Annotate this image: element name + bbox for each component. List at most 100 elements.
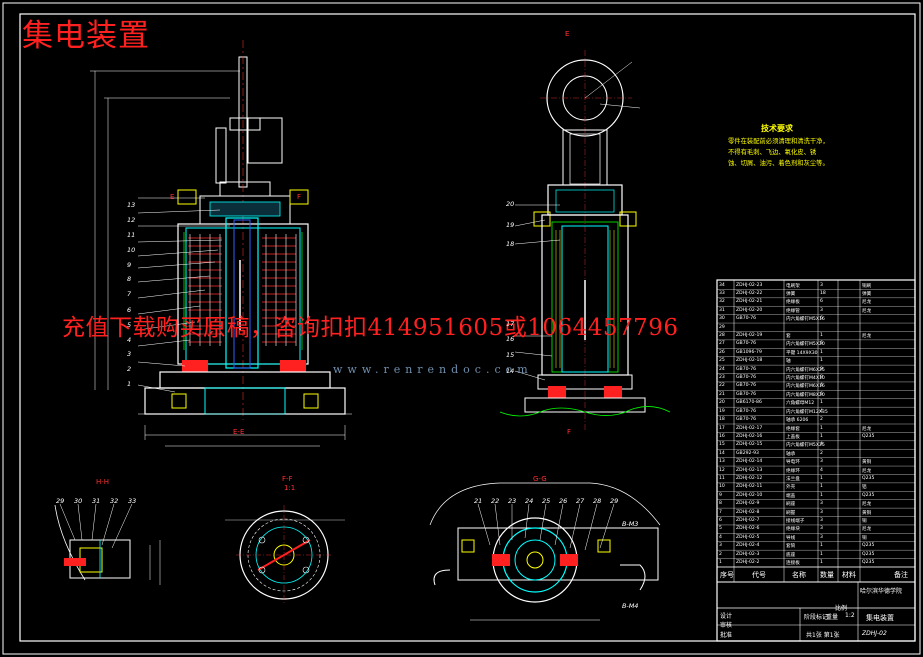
section-mark-f-right: F bbox=[297, 193, 302, 201]
parts-list-cell: 内六角螺钉M6X25 bbox=[786, 367, 825, 373]
parts-list-cell: 3 bbox=[719, 543, 722, 549]
parts-list-cell: 接线端子 bbox=[786, 519, 805, 525]
parts-list-cell: 绝缘板 bbox=[786, 300, 800, 306]
parts-list-cell: 19 bbox=[719, 408, 725, 414]
parts-list-cell: 绝缘环 bbox=[786, 468, 800, 474]
weight-label: 重量 bbox=[826, 614, 839, 621]
section-label-g: G-G bbox=[533, 475, 547, 483]
watermark-url: www.renrendoc.com bbox=[333, 363, 533, 376]
thread-callout: B-M3 bbox=[622, 520, 639, 528]
parts-list-cell: ZDHJ-02-15 bbox=[736, 442, 763, 448]
parts-list-rows bbox=[717, 289, 915, 568]
parts-list-cell: ZDHJ-02-6 bbox=[736, 526, 760, 532]
parts-list-header: 数量 bbox=[820, 571, 834, 579]
drawing-number: ZDHJ-02 bbox=[862, 630, 887, 637]
parts-list-cell: 1 bbox=[820, 560, 823, 566]
parts-list-cell: 1 bbox=[820, 543, 823, 549]
part-balloon: 8 bbox=[127, 275, 132, 284]
view-scale: 1:1 bbox=[284, 484, 296, 492]
part-balloon: 12 bbox=[127, 216, 136, 225]
parts-list-cell: 6 bbox=[820, 299, 823, 305]
view-h-h bbox=[54, 503, 161, 585]
parts-list-cell: 12 bbox=[719, 467, 725, 473]
part-balloon: 15 bbox=[506, 351, 515, 359]
parts-list-cell: 黄铜 bbox=[862, 510, 872, 516]
parts-list-cell: 连接板 bbox=[786, 561, 800, 567]
parts-list-cell: ZDHJ-02-10 bbox=[736, 492, 763, 498]
section-label-e: E-E bbox=[233, 428, 245, 436]
parts-list-cell: 铝 bbox=[862, 485, 867, 491]
parts-list-cell: GB70-76 bbox=[736, 383, 757, 389]
parts-list-cell: 弹簧 bbox=[862, 291, 872, 297]
part-balloon: 11 bbox=[127, 231, 136, 239]
parts-list-cell: 4 bbox=[719, 534, 722, 540]
parts-list-cell: 尼龙 bbox=[862, 502, 872, 508]
parts-list-cell: Q235 bbox=[862, 560, 875, 566]
parts-list-cell: 28 bbox=[719, 332, 725, 338]
parts-list-cell: 刷握 bbox=[786, 510, 796, 516]
school-name: 哈尔滨华德学院 bbox=[860, 588, 903, 595]
drawing-scale: 1:2 bbox=[845, 612, 855, 619]
part-balloon: 17 bbox=[506, 320, 515, 328]
part-balloon: 22 bbox=[491, 497, 500, 505]
parts-list-cell: GB292-93 bbox=[736, 450, 759, 456]
parts-list-cell: Q235 bbox=[862, 551, 875, 557]
parts-list-cell: 法兰盘 bbox=[786, 476, 800, 482]
parts-list-cell: 上盖板 bbox=[786, 434, 800, 440]
parts-list-cell: 轴承 bbox=[786, 451, 796, 457]
parts-list-cell: GB70-76 bbox=[736, 341, 757, 347]
parts-list-cell: 绝缘块 bbox=[786, 527, 800, 533]
parts-list-cell: 6 bbox=[820, 341, 823, 347]
parts-list-cell: ZDHJ-02-18 bbox=[736, 358, 763, 364]
parts-list-header: 备注 bbox=[894, 571, 908, 579]
section-mark-f-bottom: F bbox=[567, 428, 572, 436]
tech-requirement-line: 零件在装配前必须清理和清洗干净， bbox=[728, 138, 829, 145]
checker-label: 审核 bbox=[720, 622, 733, 629]
parts-list-cell: 铜刷 bbox=[862, 283, 872, 289]
parts-list-cell: 尼龙 bbox=[862, 300, 872, 306]
part-balloon: 3 bbox=[127, 350, 132, 359]
parts-list-cell: 18 bbox=[719, 417, 725, 423]
parts-list-cell: 绝缘套 bbox=[786, 426, 800, 432]
watermark-banner: 充值下载购买原稿，咨询扣扣414951605或1064457796 bbox=[62, 315, 679, 341]
parts-list-cell: 1 bbox=[820, 433, 823, 439]
parts-list-cell: 17 bbox=[719, 425, 725, 431]
parts-list-cell: ZDHJ-02-13 bbox=[736, 467, 763, 473]
parts-list-cell: 29 bbox=[719, 324, 725, 330]
parts-list-cell: 8 bbox=[820, 366, 823, 372]
parts-list-cell: Q235 bbox=[862, 492, 875, 498]
part-balloon: 29 bbox=[610, 497, 619, 505]
parts-list-cell: 3 bbox=[820, 459, 823, 465]
parts-list-cell: 9 bbox=[719, 492, 722, 498]
part-balloon: 21 bbox=[474, 497, 483, 505]
parts-list-cell: 4 bbox=[820, 467, 823, 473]
parts-list-cell: ZDHJ-02-19 bbox=[736, 332, 763, 338]
parts-list-cell: 1 bbox=[820, 551, 823, 557]
parts-list-cell: 刷座 bbox=[786, 502, 796, 508]
drawing-name: 集电装置 bbox=[866, 614, 894, 622]
parts-list-cell: 22 bbox=[719, 383, 725, 389]
part-balloon: 1 bbox=[127, 380, 132, 388]
part-balloon: 25 bbox=[542, 497, 551, 505]
part-balloon: 5 bbox=[127, 320, 132, 329]
part-balloon: 27 bbox=[576, 497, 585, 505]
parts-list-cell: Q235 bbox=[862, 433, 875, 439]
parts-list-cell: ZDHJ-02-20 bbox=[736, 307, 763, 313]
part-balloon: 13 bbox=[127, 201, 136, 210]
parts-list-cell: 27 bbox=[719, 341, 725, 347]
parts-list-cell: 3 bbox=[820, 534, 823, 540]
parts-list-cell: 尼龙 bbox=[862, 468, 872, 474]
parts-list-cell: Q235 bbox=[862, 475, 875, 481]
approver-label: 批准 bbox=[720, 632, 733, 639]
parts-list-cell: 导线 bbox=[786, 535, 796, 541]
parts-list-cell: 铜 bbox=[862, 535, 867, 541]
parts-list-cell: 25 bbox=[719, 358, 725, 364]
parts-list-cell: 套 bbox=[786, 333, 791, 339]
part-balloon: 6 bbox=[127, 306, 132, 314]
parts-list-cell: 6 bbox=[820, 391, 823, 397]
part-balloon: 4 bbox=[127, 335, 132, 344]
parts-list-cell: GB70-76 bbox=[736, 375, 757, 381]
brush-rings bbox=[188, 237, 296, 343]
parts-list-cell: 3 bbox=[820, 518, 823, 524]
parts-list-cell: GB1096-79 bbox=[736, 349, 762, 355]
